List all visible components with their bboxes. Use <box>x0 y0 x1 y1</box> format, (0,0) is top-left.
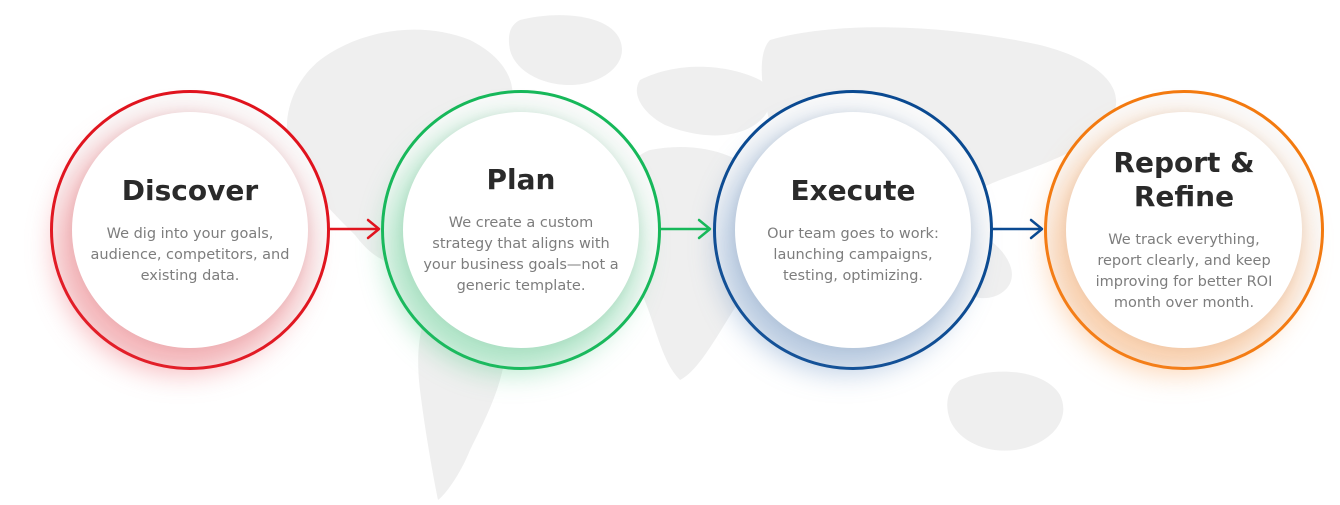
step-execute-inner: Execute Our team goes to work: launching… <box>735 112 971 348</box>
step-discover: Discover We dig into your goals, audienc… <box>50 90 330 370</box>
step-description: We track everything, report clearly, and… <box>1095 232 1273 311</box>
australia-shape <box>947 371 1064 451</box>
step-title: Execute <box>790 173 916 207</box>
europe-shape <box>636 66 771 136</box>
step-report-refine-inner: Report & Refine We track everything, rep… <box>1066 112 1302 348</box>
step-description: We dig into your goals, audience, compet… <box>90 225 290 284</box>
step-title: Plan <box>486 163 556 196</box>
arrow-right-icon <box>990 218 1044 240</box>
step-plan-inner: Plan We create a custom strategy that al… <box>403 112 639 348</box>
step-description: Our team goes to work: launching campaig… <box>767 225 939 284</box>
step-report-refine: Report & Refine We track everything, rep… <box>1044 90 1324 370</box>
north-america-shape <box>286 29 513 264</box>
step-title: Discover <box>121 173 259 207</box>
step-title: Report & Refine <box>1113 146 1255 213</box>
step-plan: Plan We create a custom strategy that al… <box>381 90 661 370</box>
step-discover-inner: Discover We dig into your goals, audienc… <box>72 112 308 348</box>
step-execute: Execute Our team goes to work: launching… <box>713 90 993 370</box>
arrow-right-icon <box>327 218 381 240</box>
step-description: We create a custom strategy that aligns … <box>423 215 619 294</box>
greenland-shape <box>508 15 622 85</box>
arrow-right-icon <box>658 218 712 240</box>
